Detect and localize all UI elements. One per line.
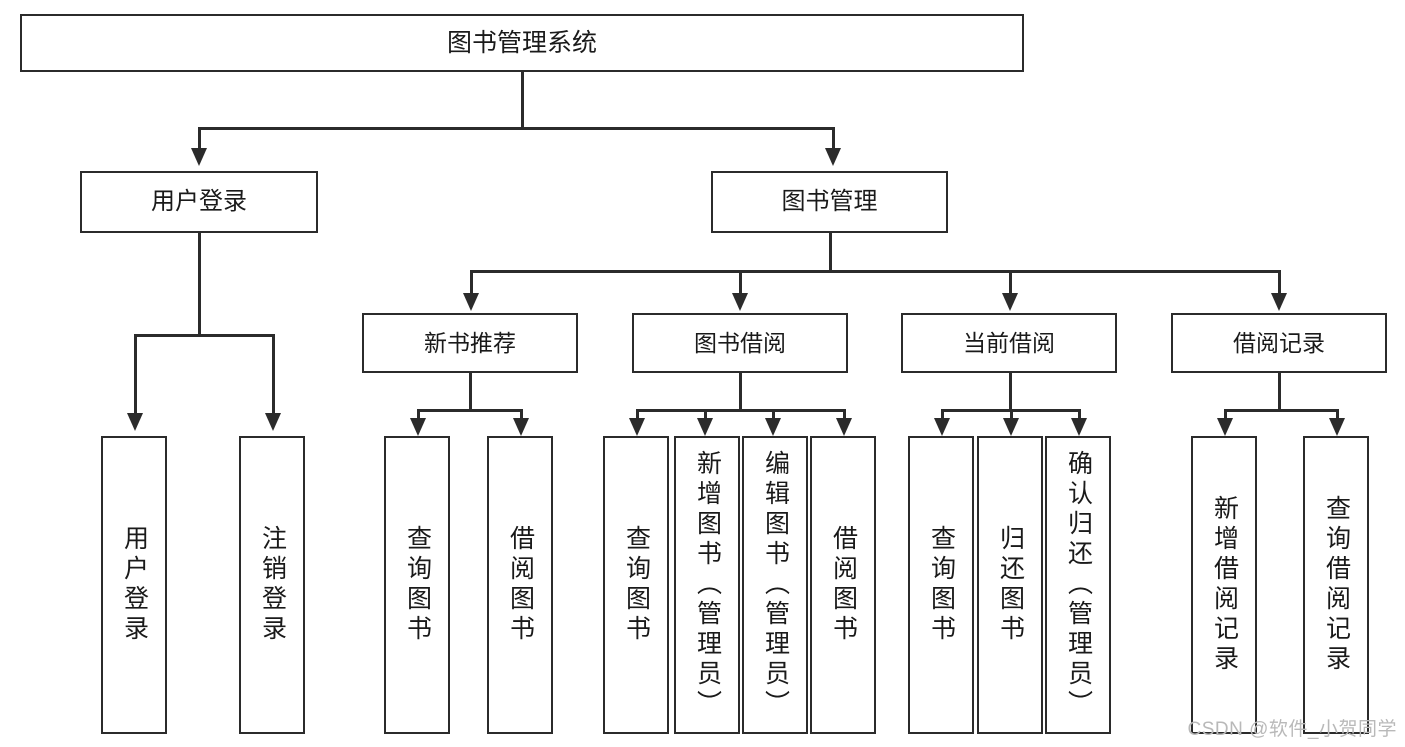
watermark-text: CSDN @软件_小贺同学 xyxy=(1187,719,1397,740)
leaf-user-login-logout[interactable]: 注销登录 xyxy=(239,436,305,734)
leaf-current-query-book[interactable]: 查询图书 xyxy=(908,436,974,734)
leaf-borrow-borrow-book[interactable]: 借阅图书 xyxy=(810,436,876,734)
connector-borrow-stem xyxy=(739,373,742,410)
leaf-label: 查询图书 xyxy=(927,525,956,645)
connector-root-to-login xyxy=(198,127,201,149)
arrow-bookmgmt-to-l3b xyxy=(732,293,748,311)
connector-bookmgmt-to-l3d xyxy=(1278,270,1281,294)
arrow-recommend-to-leaf1 xyxy=(410,418,426,436)
connector-bookmgmt-bar xyxy=(470,270,1280,273)
leaf-label: 编辑图书（管理员） xyxy=(761,450,790,720)
leaf-record-add-record[interactable]: 新增借阅记录 xyxy=(1191,436,1257,734)
connector-borrow-to-leaf3 xyxy=(772,409,775,419)
connector-root-bar xyxy=(198,127,834,130)
node-book-management[interactable]: 图书管理 xyxy=(711,171,948,233)
leaf-label: 归还图书 xyxy=(996,525,1025,645)
leaf-borrow-add-book-admin[interactable]: 新增图书（管理员） xyxy=(674,436,740,734)
leaf-current-return-book[interactable]: 归还图书 xyxy=(977,436,1043,734)
connector-record-bar xyxy=(1224,409,1338,412)
arrow-recommend-to-leaf2 xyxy=(513,418,529,436)
connector-login-to-leaf2 xyxy=(272,334,275,414)
connector-borrow-to-leaf4 xyxy=(843,409,846,419)
arrow-root-to-login xyxy=(191,148,207,166)
connector-borrow-to-leaf2 xyxy=(704,409,707,419)
connector-bookmgmt-to-l3c xyxy=(1009,270,1012,294)
leaf-current-confirm-return-admin[interactable]: 确认归还（管理员） xyxy=(1045,436,1111,734)
connector-borrow-to-leaf1 xyxy=(636,409,639,419)
connector-record-to-leaf2 xyxy=(1336,409,1339,419)
node-book-borrow[interactable]: 图书借阅 xyxy=(632,313,848,373)
arrow-login-to-leaf2 xyxy=(265,413,281,431)
arrow-current-to-leaf1 xyxy=(934,418,950,436)
arrow-bookmgmt-to-l3a xyxy=(463,293,479,311)
leaf-label: 用户登录 xyxy=(120,525,149,645)
arrow-current-to-leaf2 xyxy=(1003,418,1019,436)
arrow-record-to-leaf2 xyxy=(1329,418,1345,436)
arrow-bookmgmt-to-l3d xyxy=(1271,293,1287,311)
node-new-book-recommend[interactable]: 新书推荐 xyxy=(362,313,578,373)
node-user-login[interactable]: 用户登录 xyxy=(80,171,318,233)
leaf-label: 确认归还（管理员） xyxy=(1064,450,1093,720)
arrow-borrow-to-leaf3 xyxy=(765,418,781,436)
connector-recommend-to-leaf2 xyxy=(520,409,523,419)
arrow-root-to-bookmgmt xyxy=(825,148,841,166)
leaf-label: 新增图书（管理员） xyxy=(693,450,722,720)
arrow-current-to-leaf3 xyxy=(1071,418,1087,436)
connector-current-to-leaf1 xyxy=(941,409,944,419)
node-root-system[interactable]: 图书管理系统 xyxy=(20,14,1024,72)
node-borrow-record[interactable]: 借阅记录 xyxy=(1171,313,1387,373)
connector-bookmgmt-stem xyxy=(829,233,832,271)
connector-recommend-bar xyxy=(417,409,522,412)
connector-record-stem xyxy=(1278,373,1281,410)
connector-borrow-bar xyxy=(636,409,845,412)
arrow-borrow-to-leaf2 xyxy=(697,418,713,436)
connector-login-stem xyxy=(198,233,201,335)
leaf-label: 借阅图书 xyxy=(829,525,858,645)
leaf-label: 借阅图书 xyxy=(506,525,535,645)
connector-current-stem xyxy=(1009,373,1012,410)
connector-root-to-bookmgmt xyxy=(832,127,835,149)
connector-current-to-leaf3 xyxy=(1078,409,1081,419)
leaf-label: 查询借阅记录 xyxy=(1322,495,1351,675)
leaf-label: 查询图书 xyxy=(403,525,432,645)
node-current-borrow[interactable]: 当前借阅 xyxy=(901,313,1117,373)
leaf-label: 查询图书 xyxy=(622,525,651,645)
leaf-label: 注销登录 xyxy=(258,525,287,645)
arrow-record-to-leaf1 xyxy=(1217,418,1233,436)
arrow-borrow-to-leaf1 xyxy=(629,418,645,436)
arrow-login-to-leaf1 xyxy=(127,413,143,431)
connector-recommend-to-leaf1 xyxy=(417,409,420,419)
connector-bookmgmt-to-l3a xyxy=(470,270,473,294)
leaf-borrow-query-book[interactable]: 查询图书 xyxy=(603,436,669,734)
leaf-recommend-query-book[interactable]: 查询图书 xyxy=(384,436,450,734)
connector-bookmgmt-to-l3b xyxy=(739,270,742,294)
connector-current-to-leaf2 xyxy=(1010,409,1013,419)
connector-root-stem xyxy=(521,72,524,128)
leaf-record-query-record[interactable]: 查询借阅记录 xyxy=(1303,436,1369,734)
leaf-label: 新增借阅记录 xyxy=(1210,495,1239,675)
connector-recommend-stem xyxy=(469,373,472,410)
connector-login-bar xyxy=(134,334,274,337)
arrow-bookmgmt-to-l3c xyxy=(1002,293,1018,311)
leaf-user-login-login[interactable]: 用户登录 xyxy=(101,436,167,734)
connector-record-to-leaf1 xyxy=(1224,409,1227,419)
arrow-borrow-to-leaf4 xyxy=(836,418,852,436)
leaf-recommend-borrow-book[interactable]: 借阅图书 xyxy=(487,436,553,734)
leaf-borrow-edit-book-admin[interactable]: 编辑图书（管理员） xyxy=(742,436,808,734)
connector-login-to-leaf1 xyxy=(134,334,137,414)
